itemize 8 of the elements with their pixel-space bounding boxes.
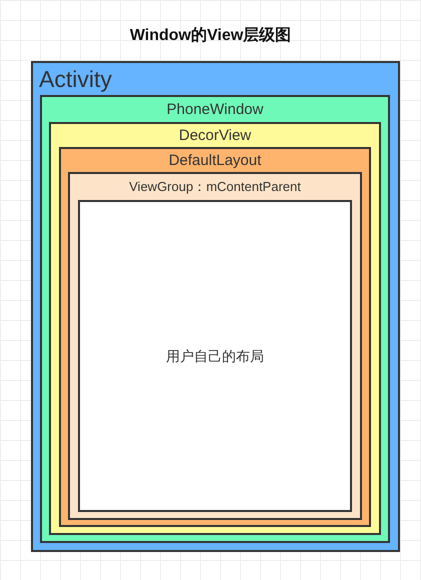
box-label: Activity [39,66,112,93]
box-label: 用户自己的布局 [166,348,264,366]
box-label: DecorView [178,127,252,144]
title: Window的View层级图 [128,26,292,46]
box-label: ViewGroup：mContentParent [129,178,301,196]
content-box [78,200,352,512]
box-label: DefaultLayout [168,152,262,169]
box-label: PhoneWindow [166,101,264,118]
